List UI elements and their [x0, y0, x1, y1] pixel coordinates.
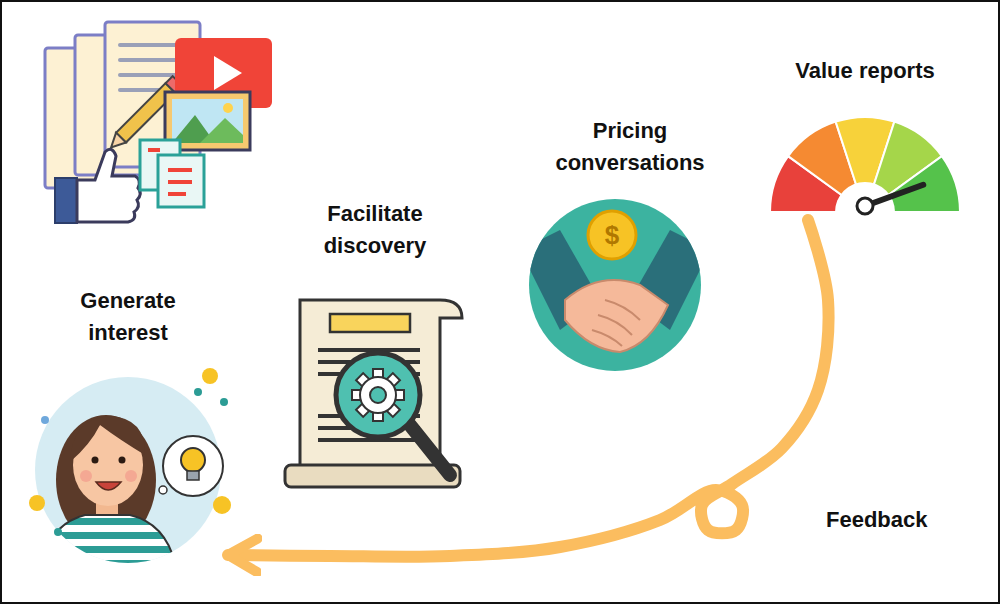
person-avatar [29, 368, 231, 580]
node-heading: Pricing conversations [535, 115, 725, 179]
gear-body [360, 377, 396, 413]
icon-node: Generate interest [28, 285, 228, 577]
icon-node: Value reports [755, 55, 975, 220]
node-heading: Generate interest [63, 285, 193, 349]
node-heading: Value reports [755, 55, 975, 87]
gauge-pivot [857, 198, 873, 214]
icon-node: Facilitate discovery [275, 198, 475, 498]
feedback-arrow [228, 220, 829, 557]
icon-node: Pricing conversations [515, 115, 745, 377]
handshake-icon [520, 199, 710, 371]
gauge-meter [770, 117, 960, 214]
coin-symbol: $ [605, 220, 619, 251]
gauge-segment [865, 156, 960, 212]
content-collage [45, 22, 272, 223]
node-heading: Facilitate discovery [300, 198, 450, 262]
edge-label: Feedback [826, 507, 928, 533]
document-magnifier [285, 300, 462, 487]
